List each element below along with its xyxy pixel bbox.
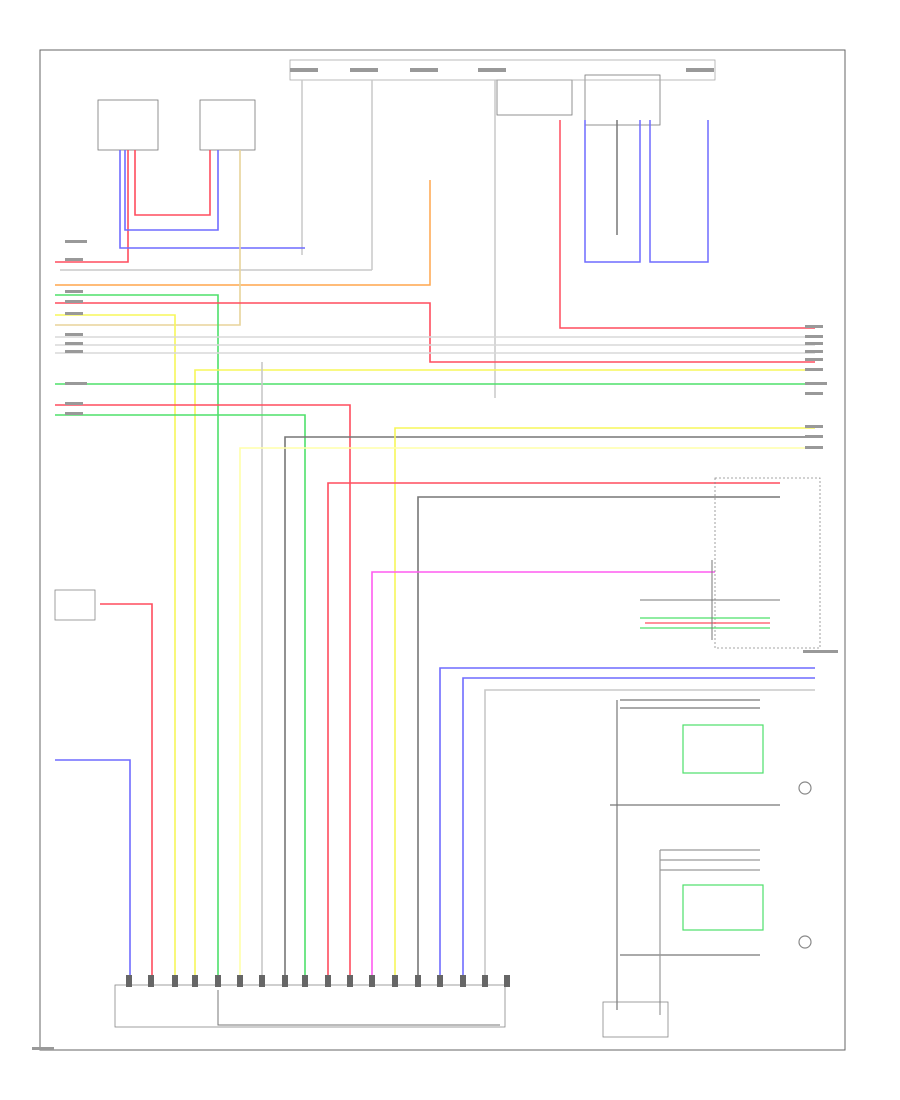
fuse-label-3 — [410, 68, 438, 72]
sensor-green-loop-2 — [682, 884, 764, 931]
fuse-labels — [290, 68, 714, 72]
wire-green-a — [55, 294, 219, 980]
fuse-label-4 — [478, 68, 506, 72]
right-components — [640, 477, 821, 649]
ecu-box — [114, 984, 506, 1028]
wire-blue-b — [439, 667, 815, 980]
wire-green-c — [55, 414, 306, 980]
sensor-wire-4 — [660, 849, 760, 871]
switch-box — [584, 74, 661, 126]
wire-tags — [32, 240, 838, 1050]
fuse-label-2 — [350, 68, 378, 72]
meter-wire-green — [640, 617, 770, 629]
wire-yellow-d — [239, 447, 815, 980]
feed-red-right — [559, 120, 815, 329]
wire-gray-b — [417, 496, 780, 980]
lower-right-sensors — [602, 699, 812, 1038]
wire-blue-d — [55, 759, 131, 980]
wire-yellow-c — [394, 427, 815, 980]
left-component-box — [97, 99, 159, 151]
wire-magenta — [371, 571, 715, 980]
fuse-label-1 — [290, 68, 318, 72]
ecu-pins — [126, 975, 510, 987]
wire-red-d — [327, 482, 780, 980]
wire-red-top — [55, 150, 129, 263]
ecu-connector — [114, 975, 510, 1028]
bus-lines — [55, 294, 815, 980]
relay-box — [496, 79, 573, 116]
wire-light-f — [484, 689, 815, 980]
sensor-marker-2 — [798, 935, 812, 949]
switch-component — [54, 589, 96, 621]
combination-meter-box — [714, 477, 821, 649]
feed-blue-loop-2 — [649, 120, 709, 263]
sensor-marker-1 — [798, 781, 812, 795]
wire-blue-top-2 — [124, 150, 219, 231]
wire-blue-top — [119, 150, 305, 249]
wire-red-b — [55, 302, 815, 363]
wire-gray-a — [284, 436, 815, 980]
top-components — [97, 59, 716, 151]
ecu-box-small — [602, 1001, 669, 1038]
feed-orange — [55, 180, 431, 286]
wire-tan — [55, 150, 241, 326]
wire-red-c — [55, 404, 351, 980]
ecu-ground-line — [217, 990, 500, 1026]
wire-yellow-a — [55, 314, 176, 980]
feed-blue-loop — [584, 120, 641, 263]
sensor-green-loop-1 — [682, 724, 764, 774]
top-vertical-feeds — [55, 80, 815, 398]
wire-red-e — [100, 603, 153, 980]
diagram-border — [39, 49, 846, 1051]
right-component-box — [199, 99, 256, 151]
fuse-label-5 — [686, 68, 714, 72]
left-top-wires — [55, 150, 372, 326]
wire-blue-c — [462, 677, 815, 980]
left-lower — [54, 589, 153, 980]
wire-red-top-2 — [134, 150, 211, 216]
wire-yellow-b — [194, 369, 815, 980]
blue-bus — [439, 667, 815, 980]
